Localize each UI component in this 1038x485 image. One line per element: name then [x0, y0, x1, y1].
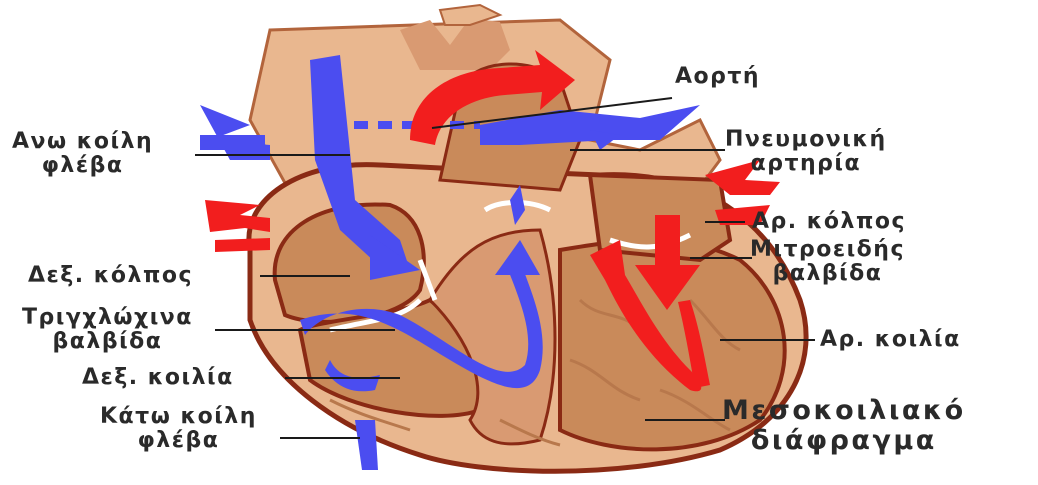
label-mitral-valve: Μιτροειδής βαλβίδα: [750, 238, 905, 286]
label-aorta: Αορτή: [675, 65, 760, 89]
label-svc-line2: φλέβα: [12, 154, 153, 178]
label-septum-line2: διάφραγμα: [722, 426, 966, 456]
label-pa-line1: Πνευμονική: [725, 128, 887, 152]
label-mitral-line1: Μιτροειδής: [750, 238, 905, 262]
label-right-ventricle: Δεξ. κοιλία: [82, 366, 234, 390]
label-tricuspid-line2: βαλβίδα: [22, 330, 193, 354]
label-tricuspid-line1: Τριγχλώχινα: [22, 306, 193, 330]
label-pa-line2: αρτηρία: [725, 152, 887, 176]
label-inferior-vena-cava: Κάτω κοίλη φλέβα: [100, 405, 257, 453]
label-interventricular-septum: Μεσοκοιλιακό διάφραγμα: [722, 396, 966, 456]
pulm-vein-inflow-2: [215, 238, 270, 252]
label-pulmonary-artery: Πνευμονική αρτηρία: [725, 128, 887, 176]
label-septum-line1: Μεσοκοιλιακό: [722, 396, 966, 426]
label-svc-line1: Ανω κοίλη: [12, 130, 153, 154]
ivc-flow-arrow: [355, 420, 378, 470]
label-left-ventricle: Αρ. κοιλία: [820, 328, 961, 352]
label-left-atrium: Αρ. κόλπος: [752, 210, 906, 234]
label-ivc-line2: φλέβα: [100, 429, 257, 453]
label-ivc-line1: Κάτω κοίλη: [100, 405, 257, 429]
label-superior-vena-cava: Ανω κοίλη φλέβα: [12, 130, 153, 178]
label-mitral-line2: βαλβίδα: [750, 262, 905, 286]
label-tricuspid-valve: Τριγχλώχινα βαλβίδα: [22, 306, 193, 354]
label-right-atrium: Δεξ. κόλπος: [28, 264, 193, 288]
